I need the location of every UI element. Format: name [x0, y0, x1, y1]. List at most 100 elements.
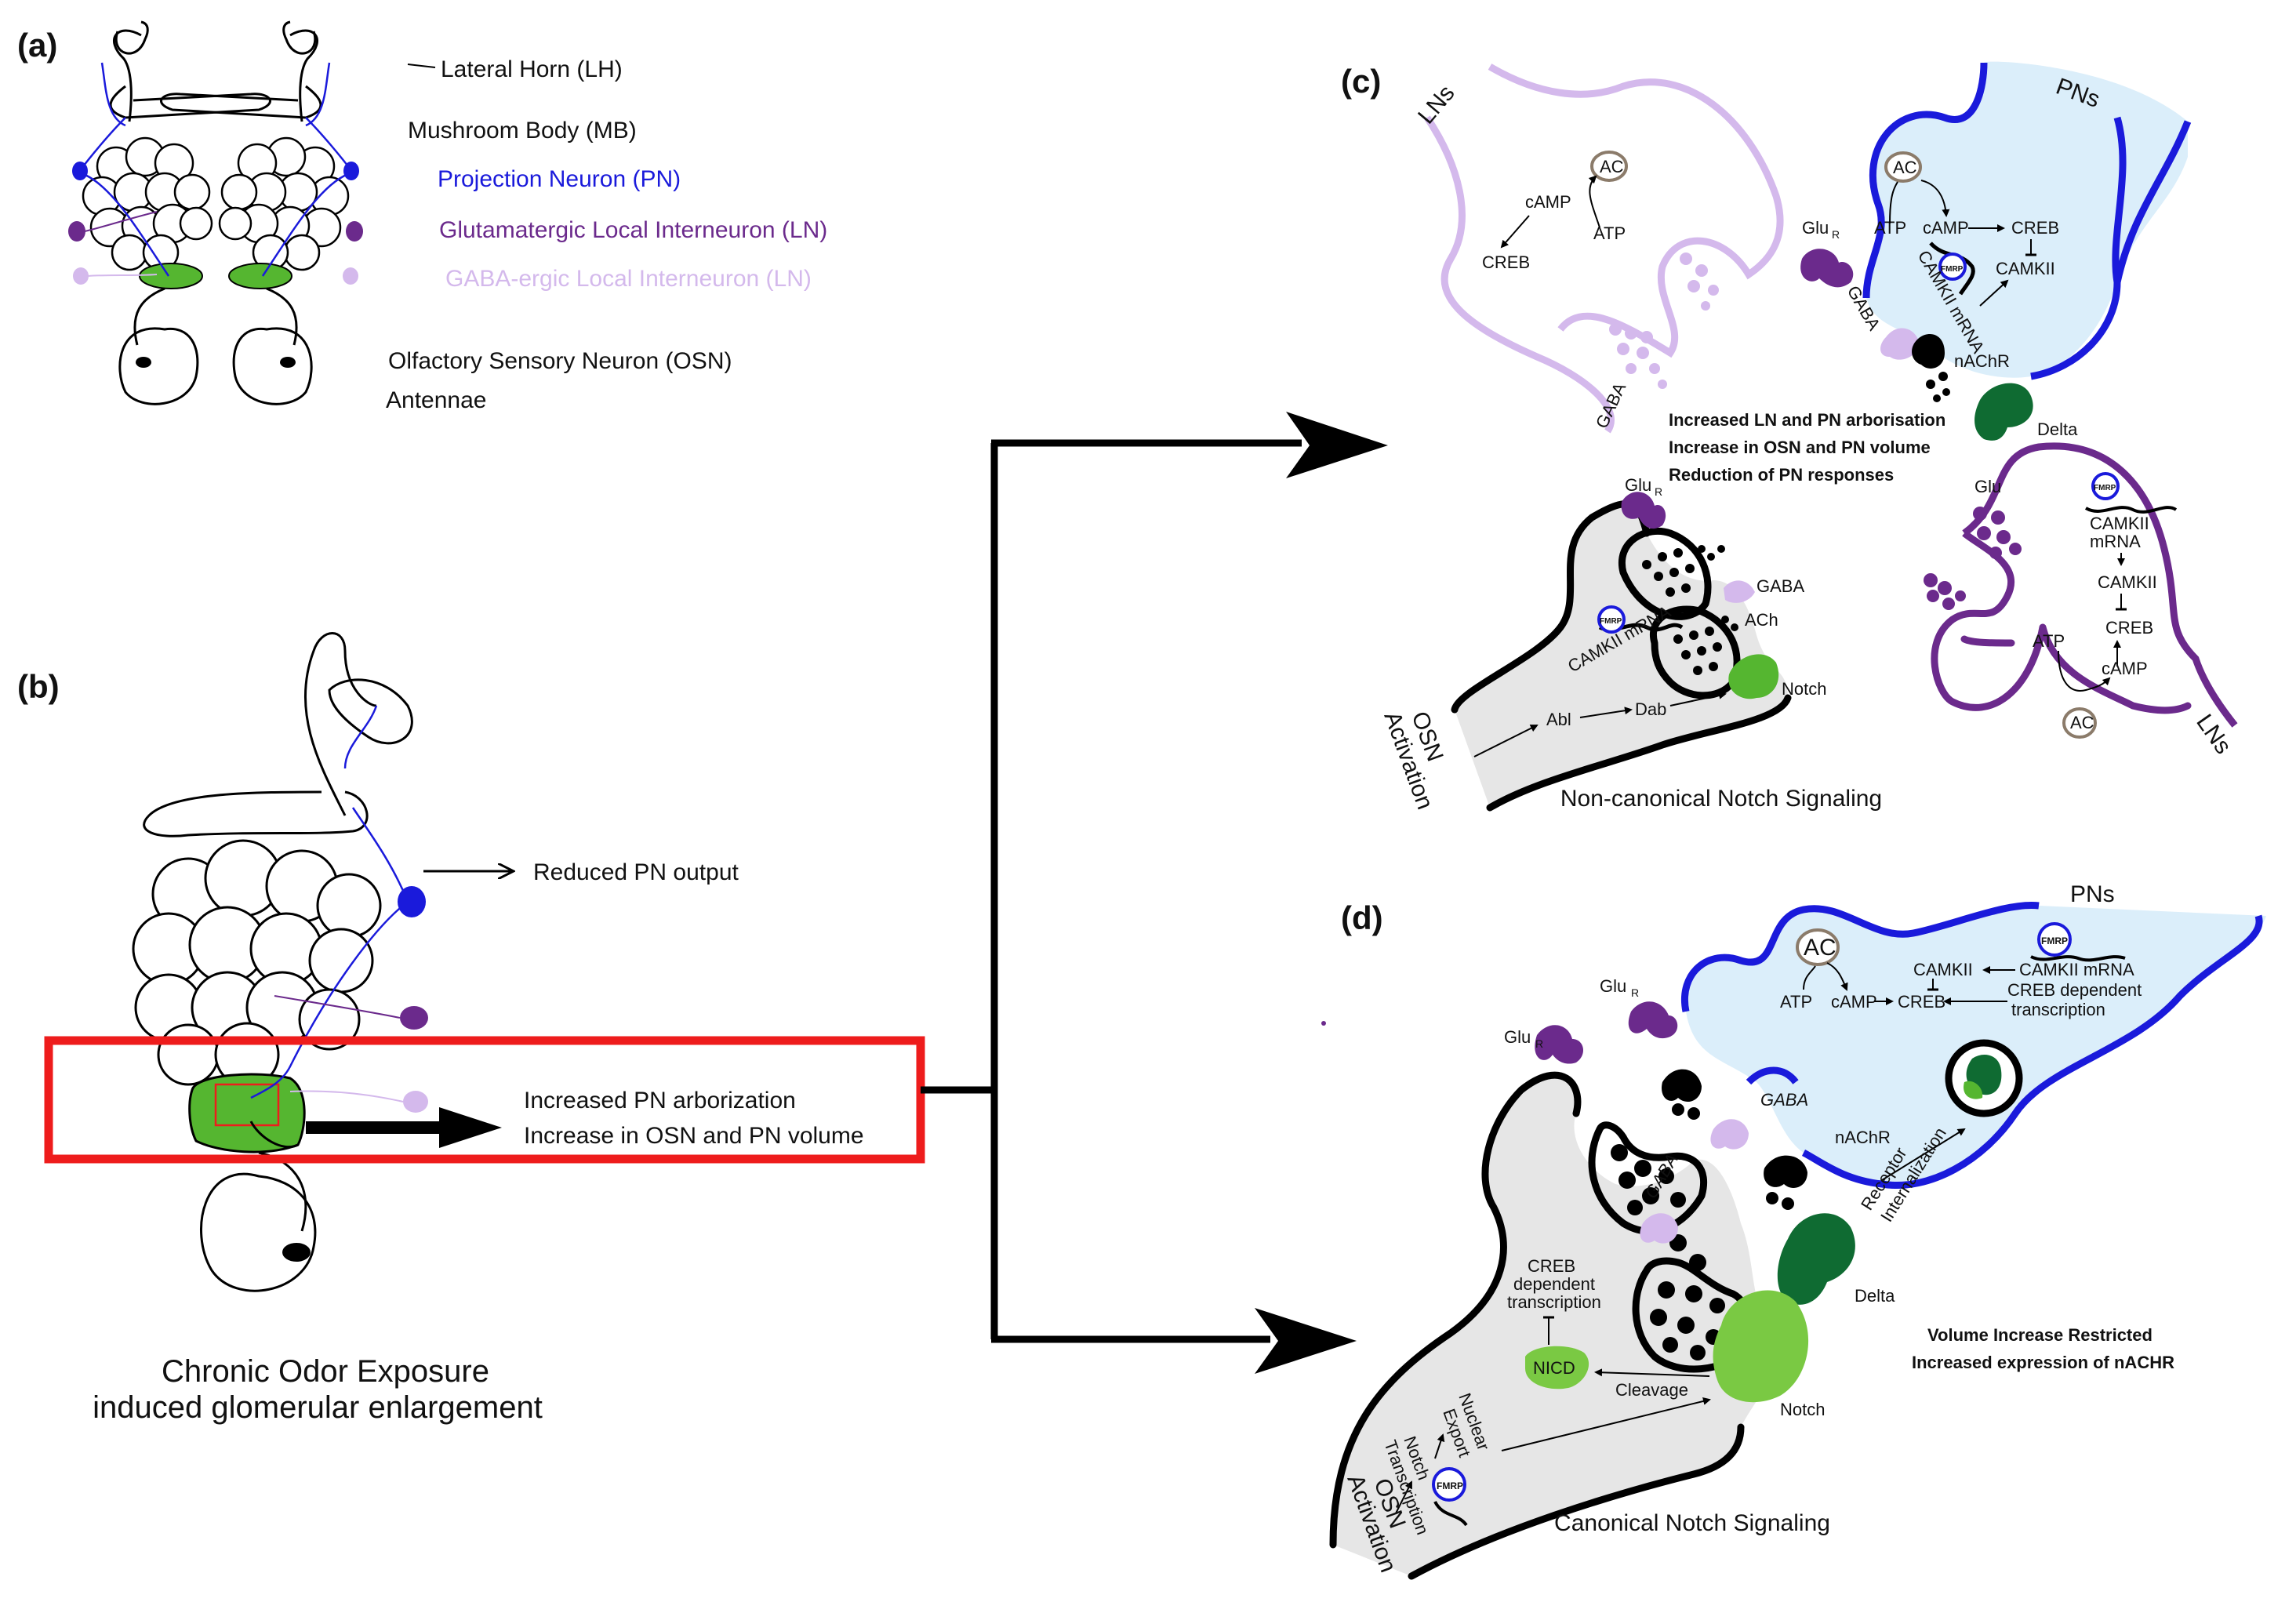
c-glu-ln-label: Glu	[1974, 477, 2001, 496]
c-abl: Abl	[1546, 710, 1571, 729]
lateral-horn-left	[113, 29, 142, 122]
d-glur-left	[1535, 1025, 1584, 1064]
c-creb-pn: CREB	[2011, 218, 2059, 238]
c-gaba-label: GABA	[1592, 380, 1630, 431]
d-fmrp-pn: FMRP	[2041, 935, 2068, 946]
d-caption: Canonical Notch Signaling	[1554, 1510, 1830, 1536]
d-dependent: dependent	[1513, 1274, 1595, 1294]
c-notch	[1728, 654, 1779, 699]
label-lateral-horn: Lateral Horn (LH)	[441, 56, 623, 82]
label-gaba-ln: GABA-ergic Local Interneuron (LN)	[445, 266, 812, 292]
label-increase-osn-pn-volume: Increase in OSN and PN volume	[524, 1123, 864, 1149]
c-glu-osn-sub: R	[1655, 485, 1662, 498]
d-nicd-label: NICD	[1533, 1358, 1575, 1378]
d-nachr: nAChR	[1835, 1128, 1891, 1147]
c-dab: Dab	[1635, 699, 1666, 719]
c-camp-ln-2: cAMP	[2102, 659, 2148, 678]
c-creb-ln: CREB	[1482, 252, 1530, 272]
panel-c-label: (c)	[1341, 63, 1381, 100]
enlarged-green-glomerulus	[188, 1073, 306, 1153]
c-caption: Non-canonical Notch Signaling	[1560, 786, 1882, 812]
d-delta-label: Delta	[1855, 1286, 1895, 1306]
arbor-arrow	[306, 1107, 502, 1148]
c-nachr-pn: nAChR	[1954, 351, 2010, 371]
label-antennae: Antennae	[386, 387, 486, 413]
d-atp: ATP	[1780, 992, 1812, 1012]
d-creb-dep-1: CREB dependent	[2007, 980, 2142, 1000]
d-notch	[1713, 1290, 1809, 1403]
d-gaba-r-right: GABA	[1760, 1090, 1808, 1110]
c-camkii-ln: CAMKII	[2090, 514, 2149, 533]
d-transcription: transcription	[1507, 1292, 1601, 1312]
c-pn-membrane	[1866, 61, 2188, 378]
label-glutamatergic-ln: Glutamatergic Local Interneuron (LN)	[439, 217, 827, 243]
c-camp-pn: cAMP	[1923, 218, 1969, 238]
enlarged-antenna	[200, 1172, 317, 1292]
c-mrna-ln: mRNA	[2090, 532, 2141, 551]
label-osn: Olfactory Sensory Neuron (OSN)	[388, 348, 732, 374]
glomerulus-green-left	[139, 263, 203, 289]
c-glu-vesicles	[1924, 507, 2022, 610]
d-nicd	[1525, 1346, 1589, 1389]
d-cleavage: Cleavage	[1615, 1380, 1688, 1400]
d-glu-right-sub: R	[1631, 986, 1639, 999]
d-glu-left: Glu	[1504, 1027, 1531, 1047]
d-glu-left-sub: R	[1535, 1037, 1543, 1050]
d-creb: CREB	[1898, 992, 1945, 1012]
caption-chronic-odor-exposure: Chronic Odor Exposure	[162, 1354, 489, 1389]
c-camp-ln: cAMP	[1525, 192, 1571, 212]
c-delta-label: Delta	[2037, 420, 2078, 439]
c-summary-3: Reduction of PN responses	[1669, 465, 1894, 485]
c-fmrp-pn: FMRP	[1941, 265, 1964, 274]
c-ac-pn: AC	[1893, 158, 1917, 177]
c-creb-ln-2: CREB	[2105, 618, 2153, 638]
mushroom-body-left	[109, 85, 271, 119]
c-fmrp-ln: FMRP	[2094, 484, 2116, 492]
c-glut-ln-membrane	[1931, 442, 2238, 728]
antenna-left	[118, 327, 199, 405]
c-summary-1: Increased LN and PN arborisation	[1669, 410, 1945, 430]
d-ac: AC	[1804, 935, 1836, 961]
c-gaba-vesicles	[1609, 252, 1719, 389]
c-delta	[1974, 383, 2033, 441]
c-fmrp-osn: FMRP	[1600, 617, 1622, 626]
d-glur-right	[1628, 1001, 1678, 1039]
d-camp: cAMP	[1831, 992, 1877, 1012]
c-ac-ln: AC	[1600, 157, 1624, 176]
label-mushroom-body: Mushroom Body (MB)	[408, 118, 637, 143]
c-summary-2: Increase in OSN and PN volume	[1669, 438, 1931, 457]
c-camkii-ln-2: CAMKII	[2098, 572, 2157, 592]
panel-a-label: (a)	[17, 27, 57, 64]
d-nachr-expression: Increased expression of nACHR	[1912, 1353, 2174, 1372]
label-projection-neuron: Projection Neuron (PN)	[438, 166, 681, 192]
d-notch-label: Notch	[1780, 1400, 1825, 1419]
c-label-lns-top: LNs	[1413, 80, 1460, 129]
caption-glomerular-enlargement: induced glomerular enlargement	[93, 1390, 543, 1425]
d-glu-right: Glu	[1600, 976, 1626, 996]
panel-b-label: (b)	[17, 668, 60, 705]
c-ach-vesicles	[1642, 545, 1738, 675]
panel-d-label: (d)	[1341, 899, 1383, 936]
c-glu-osn: Glu	[1625, 475, 1651, 495]
c-camkii-pn: CAMKII	[1996, 259, 2055, 278]
c-ach-label: ACh	[1745, 610, 1778, 630]
d-creb-dep-2: transcription	[2011, 1000, 2105, 1019]
label-increased-pn-arborization: Increased PN arborization	[524, 1088, 796, 1113]
connector-arrows	[921, 412, 1388, 1374]
d-delta	[1777, 1213, 1855, 1305]
c-gaba-ln-membrane	[1424, 64, 1784, 434]
d-volume-restricted: Volume Increase Restricted	[1927, 1325, 2152, 1345]
c-atp-ln: ATP	[1593, 223, 1626, 243]
glomeruli-left	[82, 136, 213, 271]
c-gaba-r-osn: GABA	[1757, 576, 1804, 596]
c-glu-pn: Glu	[1802, 218, 1829, 238]
c-glur-receptor-pn	[1800, 249, 1854, 288]
enlarged-glomerulus-schematic	[132, 632, 428, 1292]
c-ac-ln-2: AC	[2070, 713, 2094, 732]
d-creb-2: CREB	[1528, 1256, 1575, 1276]
d-camkii-mrna: CAMKII mRNA	[2019, 960, 2134, 979]
d-fmrp-osn: FMRP	[1437, 1480, 1463, 1491]
d-label-pns: PNs	[2070, 881, 2115, 907]
c-notch-label: Notch	[1782, 679, 1826, 699]
